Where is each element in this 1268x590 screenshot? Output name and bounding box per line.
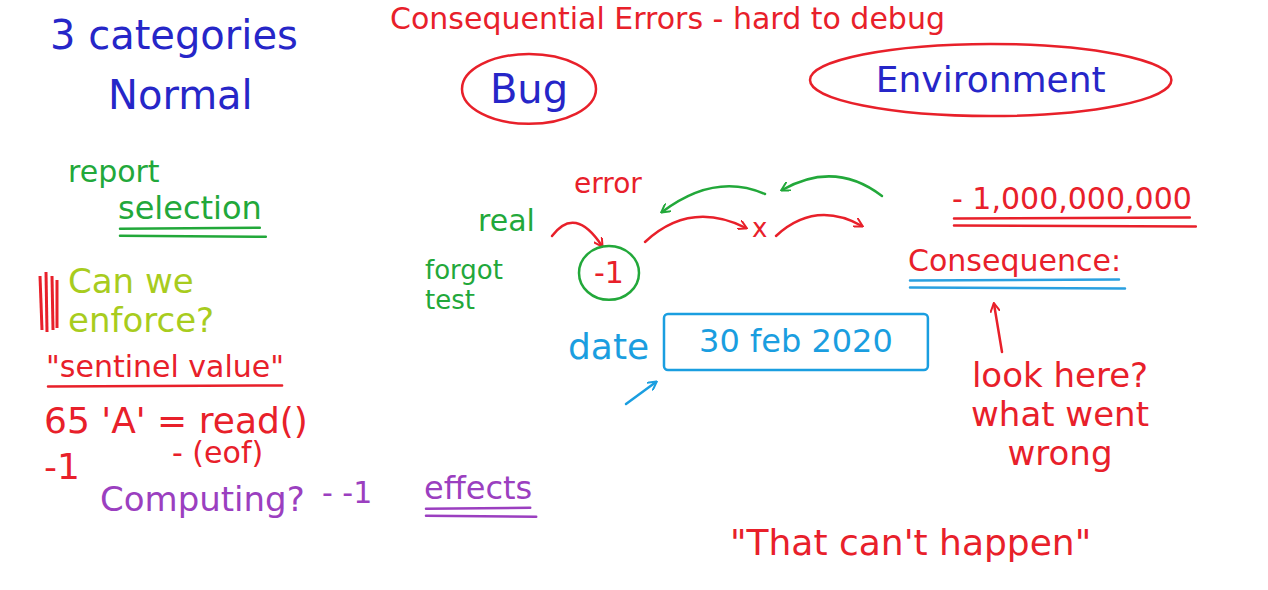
underline-stroke [120, 228, 260, 229]
underline-stroke [426, 516, 536, 517]
flow-arrows [552, 176, 1002, 404]
node-text: -1 [594, 256, 624, 289]
underline-stroke [954, 218, 1190, 219]
note-label: - (eof) [172, 436, 263, 471]
underline-stroke [426, 508, 530, 509]
node-text: Bug [490, 67, 568, 111]
note-label: - 1,000,000,000 [952, 182, 1192, 217]
note-label: Computing? [100, 480, 305, 519]
oval-node: -1 [577, 244, 641, 302]
note-label: Can we enforce? [68, 262, 298, 340]
framed-box: 30 feb 2020 [662, 312, 930, 372]
note-label: Normal [108, 72, 253, 118]
underline-stroke [910, 288, 1125, 289]
note-label: real [478, 204, 535, 239]
note-label: selection [118, 190, 262, 227]
note-label: x [752, 214, 767, 244]
underline-stroke [120, 236, 266, 237]
underline-stroke [954, 226, 1196, 227]
underline-stroke [910, 280, 1119, 281]
note-label: Consequence: [908, 244, 1121, 279]
note-label: "sentinel value" [46, 350, 284, 385]
note-label: - -1 [322, 476, 372, 511]
note-label: 3 categories [50, 12, 298, 58]
oval-node: Bug [460, 52, 598, 126]
note-label: effects [424, 470, 532, 507]
note-label: report [68, 155, 160, 190]
node-text: Environment [876, 60, 1106, 100]
oval-node: Environment [808, 42, 1173, 118]
note-label: -1 [44, 446, 80, 487]
title-text: Consequential Errors - hard to debug [390, 2, 945, 37]
emphasis-marks [40, 272, 57, 332]
underline-stroke [48, 386, 282, 387]
node-text: 30 feb 2020 [699, 324, 893, 359]
note-label: forgot test [425, 256, 520, 316]
note-label: error [574, 168, 642, 200]
note-label: "That can't happen" [730, 522, 1091, 563]
note-label: look here? what went wrong [935, 356, 1185, 473]
note-label: date [568, 326, 649, 367]
